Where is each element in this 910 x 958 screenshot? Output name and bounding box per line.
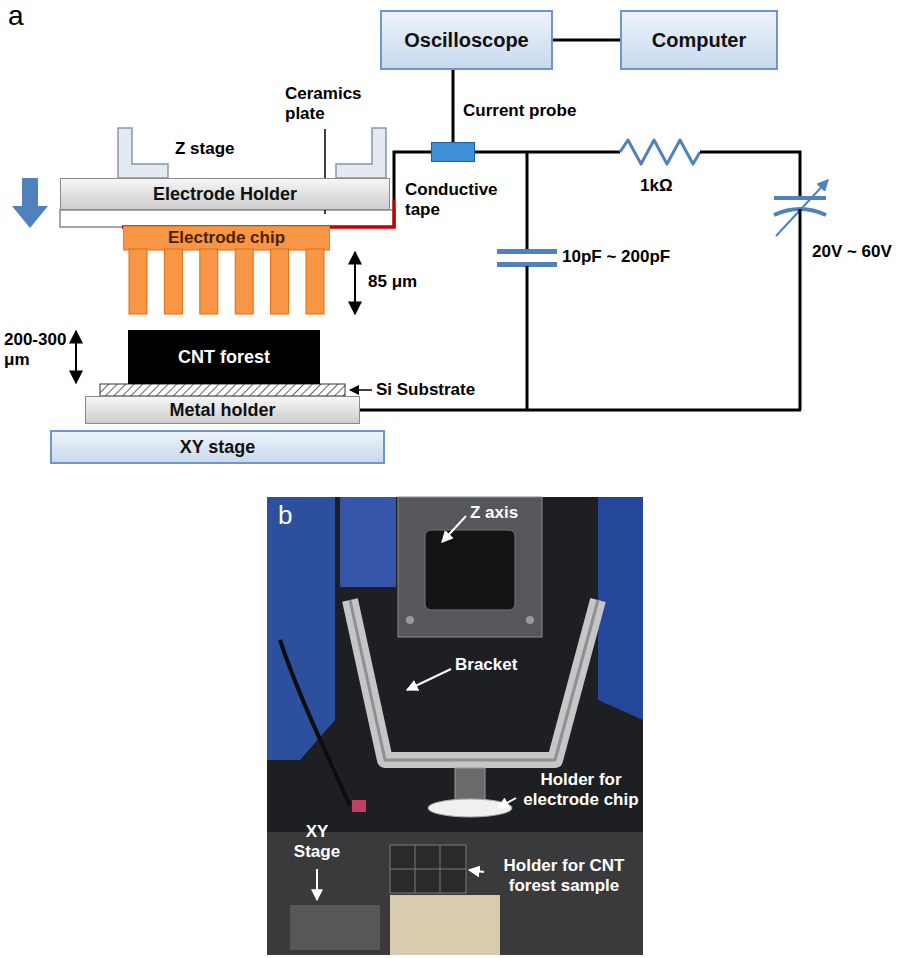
cnt-forest: CNT forest — [128, 330, 320, 384]
source-symbol — [774, 196, 826, 200]
dimension-arrow — [75, 331, 77, 383]
box-label: CNT forest — [178, 347, 270, 368]
signal-cable — [452, 70, 455, 142]
wire — [360, 409, 801, 412]
panel-letter: b — [278, 501, 292, 531]
callout-label: Holder for electrode chip — [520, 770, 642, 809]
signal-cable — [553, 39, 620, 42]
screw — [406, 616, 414, 624]
leader-arrow — [316, 869, 318, 900]
electrode-tooth — [306, 249, 324, 314]
wire — [526, 152, 529, 252]
photo-ground — [267, 497, 643, 955]
leader-arrow — [442, 516, 466, 542]
callout-label: 200-300 μm — [4, 330, 70, 369]
cable-plug — [352, 800, 366, 812]
variable-arrow — [776, 180, 828, 236]
resistor-symbol — [620, 140, 700, 164]
callout-label: Conductive tape — [405, 180, 505, 219]
callout-label: 20V ~ 60V — [812, 242, 892, 262]
callout-label: XY Stage — [286, 822, 348, 861]
leader-arrow — [407, 669, 451, 690]
wire — [475, 151, 620, 154]
cnt-holder — [390, 845, 466, 893]
si-substrate — [100, 384, 345, 396]
electrode-holder-post — [455, 768, 485, 802]
z-stage-bracket — [118, 128, 168, 178]
dimension-arrow — [354, 252, 356, 314]
box-label: XY stage — [180, 437, 256, 458]
xy-stage-rail — [290, 905, 380, 950]
instrument-box: Oscilloscope — [380, 10, 553, 70]
screw — [526, 616, 534, 624]
wire — [700, 152, 800, 198]
machine-panel — [340, 497, 396, 587]
machine-panel — [267, 497, 335, 760]
box-label: Metal holder — [169, 400, 275, 421]
current-probe: Current probe — [431, 142, 475, 162]
leader-arrow — [350, 389, 372, 391]
motion-arrow — [12, 178, 48, 228]
electrode-tooth — [164, 249, 182, 314]
box-label: Electrode Holder — [153, 184, 297, 205]
box-label: Current probe — [463, 101, 576, 121]
z-stage-bracket — [336, 128, 386, 178]
metal-holder: Metal holder — [85, 396, 360, 424]
z-axis-carriage — [398, 497, 542, 637]
box-label: Computer — [652, 29, 746, 52]
callout-label: Z stage — [175, 139, 235, 159]
callout-label: Holder for CNT forest sample — [488, 856, 640, 895]
callout-label: Si Substrate — [376, 380, 475, 400]
box-label: Oscilloscope — [404, 29, 529, 52]
electrode-tooth — [235, 249, 253, 314]
leader-arrow — [498, 798, 516, 808]
leader-arrow — [469, 870, 484, 872]
electrode-tooth — [271, 249, 289, 314]
stage-block — [390, 895, 500, 955]
cable — [280, 640, 350, 806]
electrode-chip: Electrode chip — [123, 226, 330, 316]
cnt-holder-grid — [390, 869, 466, 870]
z-axis-window — [425, 530, 515, 610]
capacitor-symbol — [497, 249, 557, 254]
callout-label: Z axis — [470, 503, 518, 523]
callout-label: 1kΩ — [640, 176, 673, 196]
electrode-tooth — [129, 249, 147, 314]
box-label: Electrode chip — [168, 226, 285, 250]
callout-label: Bracket — [455, 655, 517, 675]
ceramics-plate — [60, 210, 395, 227]
callout-label: 10pF ~ 200pF — [562, 247, 670, 267]
wire — [526, 266, 529, 410]
bracket-shape — [350, 600, 598, 760]
bracket-shape — [350, 600, 598, 760]
instrument-box: Computer — [620, 10, 778, 70]
electrode-tooth — [200, 249, 218, 314]
wire — [799, 209, 802, 410]
callout-label: Ceramics plate — [285, 84, 377, 123]
callout-label: 85 μm — [368, 272, 417, 292]
panel-letter: a — [8, 0, 24, 32]
machine-panel — [598, 497, 643, 720]
electrode-holder: Electrode Holder — [60, 178, 390, 210]
xy-stage: XY stage — [50, 430, 385, 464]
chip-body — [123, 226, 330, 250]
